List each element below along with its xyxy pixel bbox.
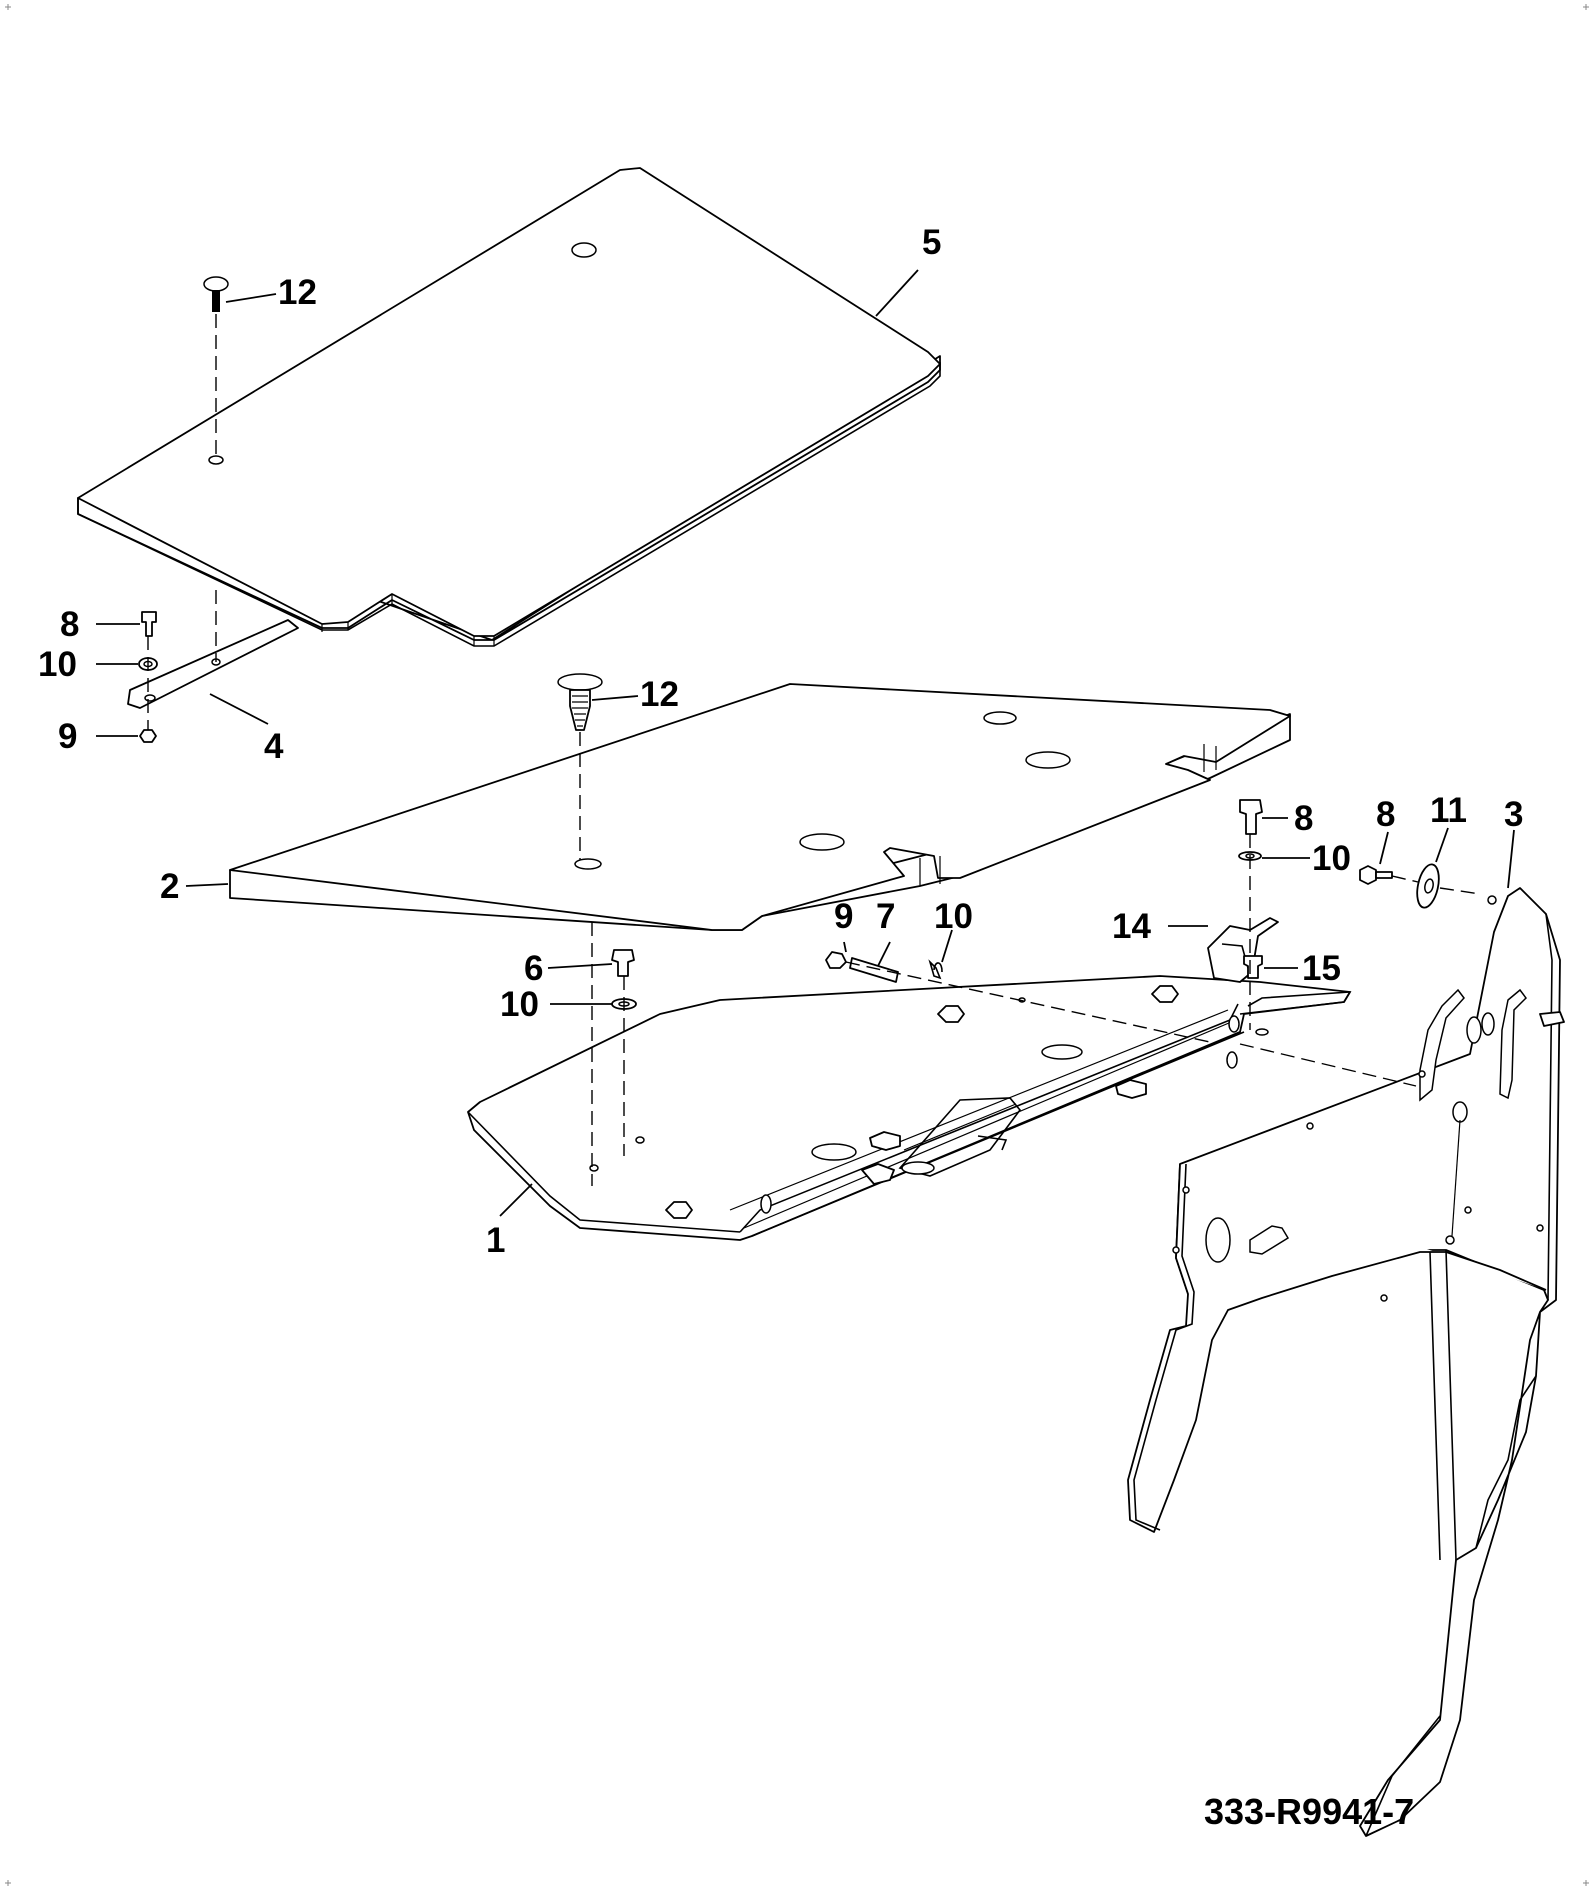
callout-3: 3	[1504, 795, 1523, 834]
callout-12-middle: 12	[640, 675, 679, 714]
callout-6: 6	[524, 949, 543, 988]
callouts: 5 12 12 4 2 8 10 9 6 10 1 9 7 10 8 10 14…	[38, 223, 1523, 1260]
callout-5: 5	[922, 223, 941, 262]
part-1-base-tray	[467, 975, 1352, 1241]
callout-8-far-right: 8	[1376, 795, 1395, 834]
callout-9-left: 9	[58, 717, 77, 756]
callout-9-middle: 9	[834, 897, 853, 936]
callout-7: 7	[876, 897, 895, 936]
callout-10-left: 10	[38, 645, 77, 684]
part-3-side-frame	[1127, 887, 1565, 1837]
callout-10-middle: 10	[934, 897, 973, 936]
part-2-middle-plate	[229, 683, 1291, 931]
callout-8-left: 8	[60, 605, 79, 644]
callout-8-right: 8	[1294, 799, 1313, 838]
corner-marks	[5, 4, 1589, 1886]
callout-15: 15	[1302, 949, 1341, 988]
callout-11: 11	[1430, 791, 1467, 830]
callout-1: 1	[486, 1221, 505, 1260]
leader-lines	[96, 269, 1515, 1217]
callout-14: 14	[1112, 907, 1151, 946]
callout-4: 4	[264, 727, 284, 766]
callout-12-upper: 12	[278, 273, 317, 312]
drawing-number: 333-R9941-7	[1204, 1791, 1414, 1832]
part-14-clamp	[1207, 917, 1279, 983]
callout-10-right: 10	[1312, 839, 1351, 878]
part-5-top-cover	[77, 167, 941, 647]
callout-2: 2	[160, 867, 179, 906]
callout-10-bolt6: 10	[500, 985, 539, 1024]
